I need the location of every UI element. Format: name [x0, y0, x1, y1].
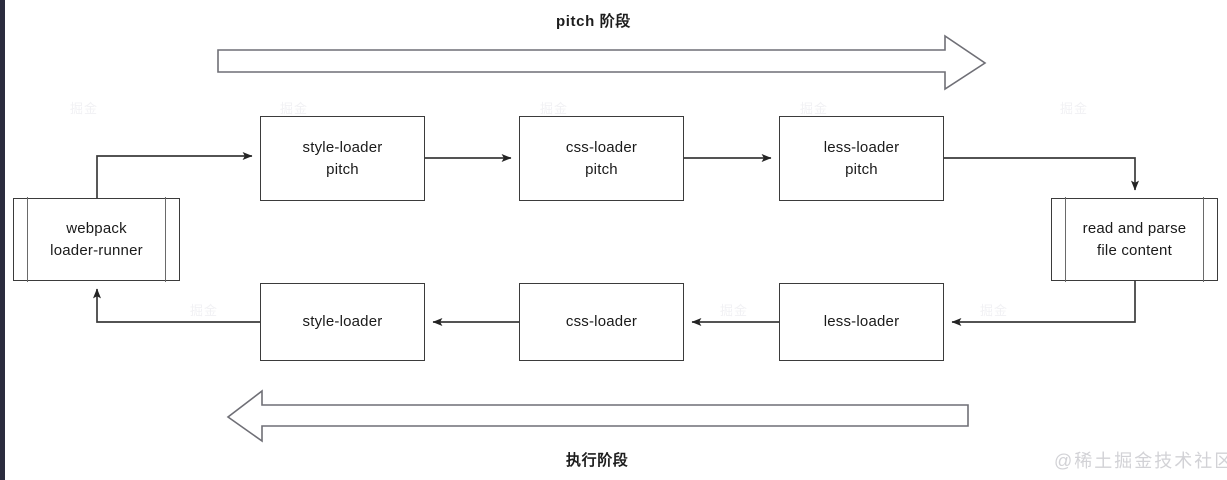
pitch-phase-block-arrow [217, 34, 987, 91]
background-watermark: 掘金 [800, 101, 829, 116]
background-watermark: 掘金 [540, 101, 569, 116]
node-label: less-loader pitch [823, 138, 900, 178]
node-label: style-loader [302, 313, 383, 331]
edge-runner-to-style-loader-pitch [96, 152, 253, 198]
execute-phase-label: 执行阶段 [566, 452, 629, 469]
background-watermark: 掘金 [280, 101, 309, 116]
edge-less-pitch-to-read-parse [944, 157, 1139, 191]
node-label: less-loader [823, 313, 900, 331]
node-label: read and parse file content [1082, 219, 1187, 259]
node-label: style-loader pitch [302, 138, 383, 178]
node-label: css-loader pitch [565, 138, 638, 178]
background-watermark: 掘金 [720, 303, 749, 318]
edge-style-loader-to-runner [93, 288, 260, 323]
node-label: css-loader [565, 313, 638, 331]
node-read-and-parse-file-content[interactable]: read and parse file content [1051, 197, 1218, 282]
node-style-loader-pitch[interactable]: style-loader pitch [260, 116, 425, 201]
background-watermark: 掘金 [980, 303, 1009, 318]
background-watermark: 掘金 [190, 303, 219, 318]
background-watermark: 掘金 [70, 101, 99, 116]
node-label: webpack loader-runner [50, 219, 143, 259]
left-edge-strip [0, 0, 5, 480]
node-css-loader-pitch[interactable]: css-loader pitch [519, 116, 684, 201]
node-css-loader[interactable]: css-loader [519, 283, 684, 361]
background-watermark: 掘金 [1060, 101, 1089, 116]
edge-read-parse-to-less-loader [951, 281, 1136, 326]
node-webpack-loader-runner[interactable]: webpack loader-runner [13, 197, 180, 282]
node-style-loader[interactable]: style-loader [260, 283, 425, 361]
execute-phase-block-arrow [226, 389, 969, 443]
node-less-loader[interactable]: less-loader [779, 283, 944, 361]
pitch-phase-label: pitch 阶段 [556, 13, 631, 30]
corner-watermark: @稀土掘金技术社区 [1054, 451, 1227, 471]
node-less-loader-pitch[interactable]: less-loader pitch [779, 116, 944, 201]
